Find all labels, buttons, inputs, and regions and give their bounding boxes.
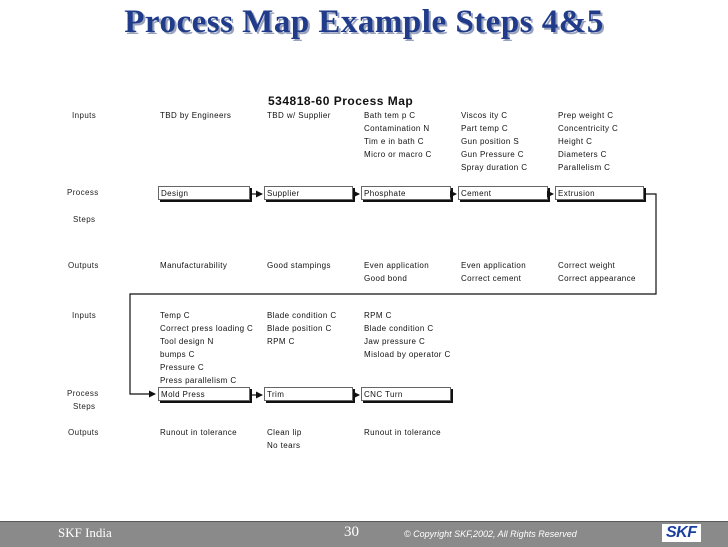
process-step-design: Design [158, 186, 250, 200]
input-item: Part temp C [461, 124, 509, 133]
input-item: Tool design N [160, 337, 214, 346]
input-item: Parallelism C [558, 163, 611, 172]
row-label-process-1: Process [67, 188, 99, 197]
process-map-title: 534818-60 Process Map [268, 94, 414, 108]
input-item: Prep weight C [558, 111, 614, 120]
input-item: Temp C [160, 311, 190, 320]
input-item: Bath tem p C [364, 111, 416, 120]
output-item: Good stampings [267, 261, 331, 270]
process-step-cnc-turn: CNC Turn [361, 387, 451, 401]
input-item: Press parallelism C [160, 376, 237, 385]
input-item: Tim e in bath C [364, 137, 424, 146]
footer-company: SKF India [58, 525, 112, 540]
row-label-outputs-2: Outputs [68, 428, 99, 437]
process-step-supplier: Supplier [264, 186, 353, 200]
input-item: Pressure C [160, 363, 205, 372]
output-item: No tears [267, 441, 301, 450]
input-item: Gun Pressure C [461, 150, 524, 159]
input-item: Correct press loading C [160, 324, 254, 333]
input-item: Blade condition C [267, 311, 337, 320]
wrap-connector [129, 193, 657, 398]
footer-bar [0, 521, 728, 547]
input-item: Concentricity C [558, 124, 619, 133]
input-item: TBD by Engineers [160, 111, 232, 120]
page-number: 30 [344, 524, 359, 540]
row-label-inputs-1: Inputs [72, 111, 97, 120]
input-item: Spray duration C [461, 163, 528, 172]
input-item: RPM C [364, 311, 392, 320]
input-item: Misload by operator C [364, 350, 451, 359]
output-item: Correct appearance [558, 274, 636, 283]
output-item: Runout in tolerance [160, 428, 237, 437]
process-step-trim: Trim [264, 387, 353, 401]
output-item: Correct weight [558, 261, 616, 270]
input-item: TBD w/ Supplier [267, 111, 331, 120]
input-item: bumps C [160, 350, 195, 359]
output-item: Correct cement [461, 274, 522, 283]
input-item: Height C [558, 137, 593, 146]
input-item: Gun position S [461, 137, 520, 146]
output-item: Even application [461, 261, 527, 270]
input-item: RPM C [267, 337, 295, 346]
row-label-inputs-2: Inputs [72, 311, 97, 320]
output-item: Clean lip [267, 428, 302, 437]
row-label-steps-1: Steps [73, 215, 96, 224]
slide-title: Process Map Example Steps 4&5 [124, 4, 604, 40]
row-label-steps-2: Steps [73, 402, 96, 411]
output-item: Even application [364, 261, 430, 270]
output-item: Runout in tolerance [364, 428, 441, 437]
input-item: Blade condition C [364, 324, 434, 333]
output-item: Good bond [364, 274, 408, 283]
input-item: Jaw pressure C [364, 337, 426, 346]
input-item: Viscos ity C [461, 111, 508, 120]
input-item: Contamination N [364, 124, 430, 133]
input-item: Micro or macro C [364, 150, 432, 159]
process-step-mold-press: Mold Press [158, 387, 250, 401]
process-step-extrusion: Extrusion [555, 186, 644, 200]
copyright-text: © Copyright SKF,2002, All Rights Reserve… [404, 529, 577, 539]
row-label-process-2: Process [67, 389, 99, 398]
row-label-outputs-1: Outputs [68, 261, 99, 270]
input-item: Diameters C [558, 150, 607, 159]
output-item: Manufacturability [160, 261, 228, 270]
input-item: Blade position C [267, 324, 332, 333]
skf-logo: SKF [662, 524, 701, 542]
